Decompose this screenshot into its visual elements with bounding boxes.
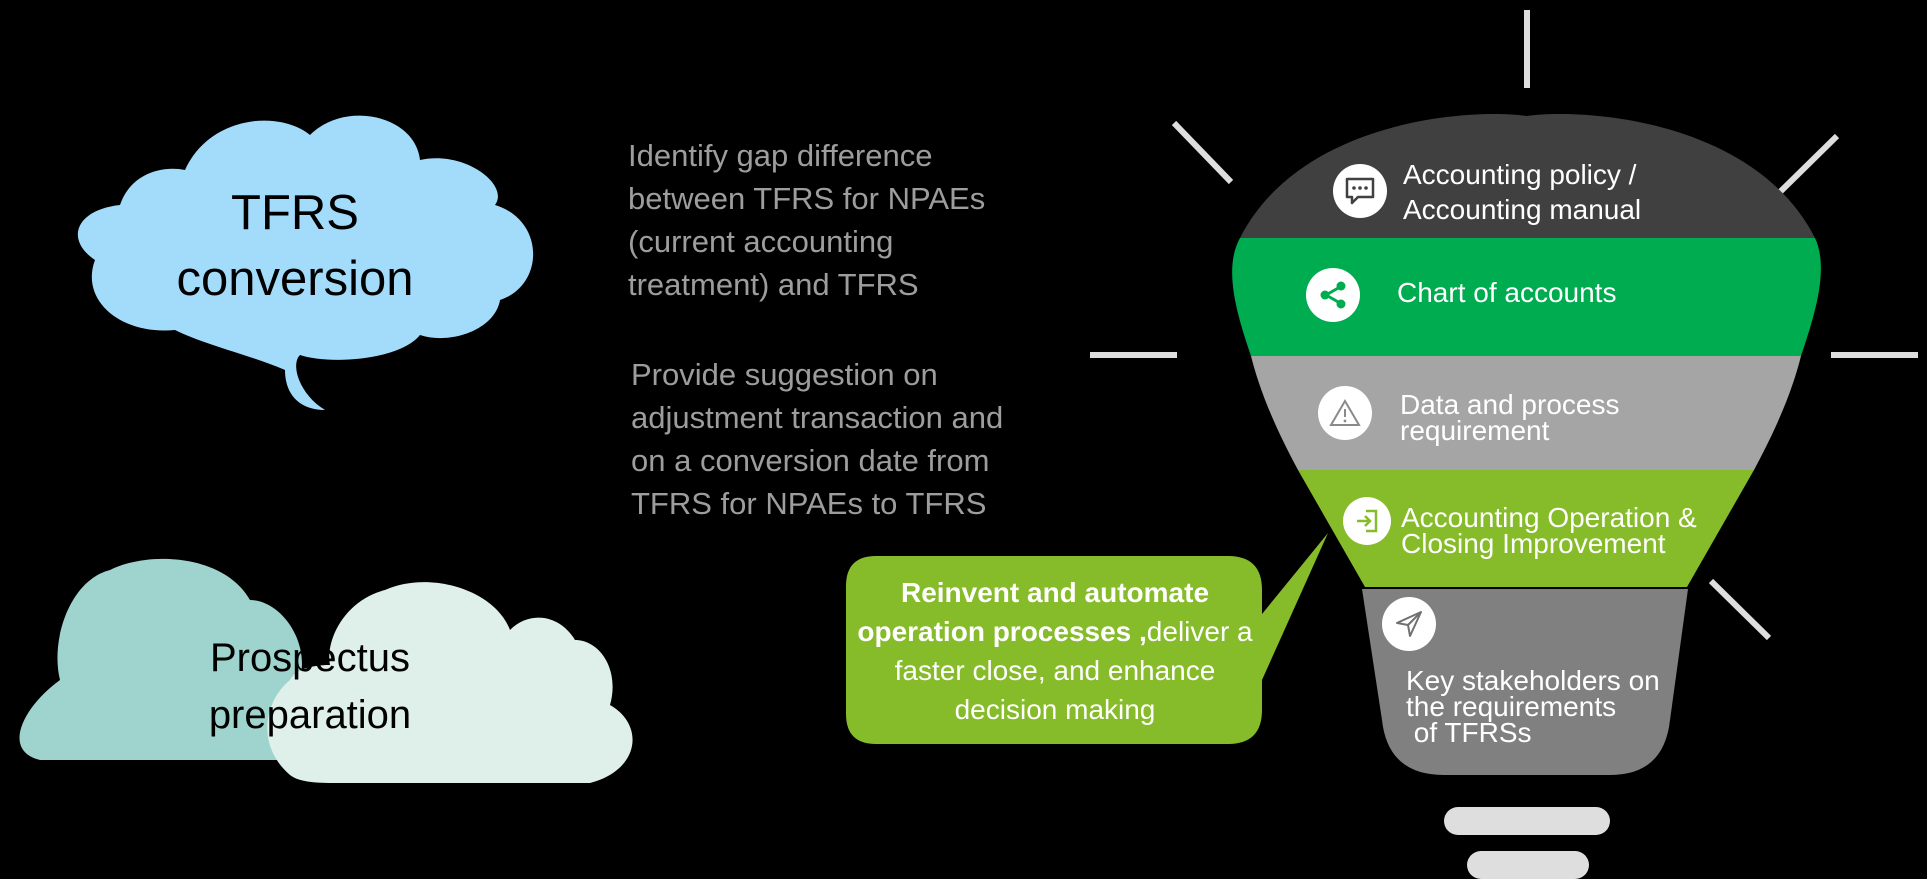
callout-text: Reinvent and automate operation processe… [850, 573, 1260, 729]
bulb-section-1-label: Accounting policy / Accounting manual [1403, 157, 1641, 227]
callout-bubble [846, 533, 1328, 744]
tfrs-cloud-label: TFRS conversion [155, 180, 435, 312]
share-icon [1306, 268, 1360, 322]
section-4-line-2: Closing Improvement [1401, 528, 1666, 559]
prospectus-cloud-line2: preparation [208, 693, 412, 737]
prospectus-cloud-label: Prospectus preparation [170, 630, 450, 744]
suggestion-line-3: on a conversion date from [631, 443, 990, 478]
tfrs-cloud [77, 115, 534, 410]
section-1-line-2: Accounting manual [1403, 194, 1642, 225]
prospectus-cloud [19, 558, 633, 783]
suggestion-line-2: adjustment transaction and [631, 400, 1004, 435]
bulb-section-5-label: Key stakeholders on the requirements of … [1406, 665, 1660, 748]
suggestion-paragraph: Provide suggestion on adjustment transac… [631, 353, 1003, 525]
section-1-line-1: Accounting policy / [1403, 159, 1637, 190]
callout-line-2-bold: operation processes , [857, 616, 1147, 647]
section-5-line-3: of TFRSs [1406, 717, 1532, 748]
section-2-line-1: Chart of accounts [1397, 277, 1617, 308]
send-icon [1382, 597, 1436, 651]
gap-paragraph: Identify gap difference between TFRS for… [628, 134, 985, 306]
callout-line-1: Reinvent and automate [900, 577, 1210, 608]
tfrs-cloud-line2: conversion [176, 252, 414, 306]
section-5-line-2: the requirements [1406, 691, 1617, 722]
bulb-cap-1 [1444, 807, 1610, 835]
section-3-line-1: Data and process [1400, 389, 1620, 420]
gap-line-2: between TFRS for NPAEs [628, 181, 986, 216]
bulb-section-3-label: Data and process requirement [1400, 389, 1620, 446]
gap-line-1: Identify gap difference [628, 138, 933, 173]
warning-icon [1318, 386, 1372, 440]
login-icon [1343, 497, 1391, 545]
prospectus-cloud-line1: Prospectus [209, 636, 411, 680]
section-4-line-1: Accounting Operation & [1401, 502, 1697, 533]
chat-icon [1333, 164, 1387, 218]
bulb-cap-2 [1467, 851, 1589, 879]
callout-line-4: decision making [954, 694, 1156, 725]
section-5-line-1: Key stakeholders on [1406, 665, 1660, 696]
suggestion-line-1: Provide suggestion on [631, 357, 938, 392]
section-3-line-2: requirement [1400, 415, 1550, 446]
callout-line-3: faster close, and enhance [894, 655, 1216, 686]
gap-line-4: treatment) and TFRS [628, 267, 919, 302]
gap-line-3: (current accounting [628, 224, 894, 259]
bulb-rays [1090, 10, 1918, 641]
bulb-section-4-label: Accounting Operation & Closing Improveme… [1401, 502, 1697, 559]
tfrs-cloud-line1: TFRS [231, 186, 359, 240]
bulb-band-5 [1362, 589, 1688, 775]
callout-line-2-rest: deliver a [1146, 616, 1253, 647]
bulb-section-2-label: Chart of accounts [1397, 277, 1617, 308]
suggestion-line-4: TFRS for NPAEs to TFRS [631, 486, 987, 521]
